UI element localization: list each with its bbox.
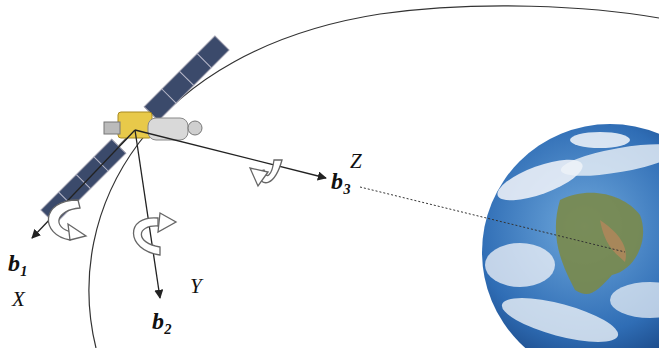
- b1-axis: [32, 130, 135, 238]
- nadir-line: [360, 187, 625, 252]
- rotation-arrows: [48, 160, 282, 255]
- axis-label: b₃: [329, 168, 353, 194]
- axis-label: b₁: [6, 250, 30, 276]
- b2-axis: [135, 130, 160, 298]
- b3-axis: [135, 130, 326, 178]
- axis-name: X: [10, 288, 27, 311]
- axis-name: Y: [188, 275, 204, 298]
- axis-label: b₂: [150, 308, 174, 334]
- earth: [482, 124, 659, 348]
